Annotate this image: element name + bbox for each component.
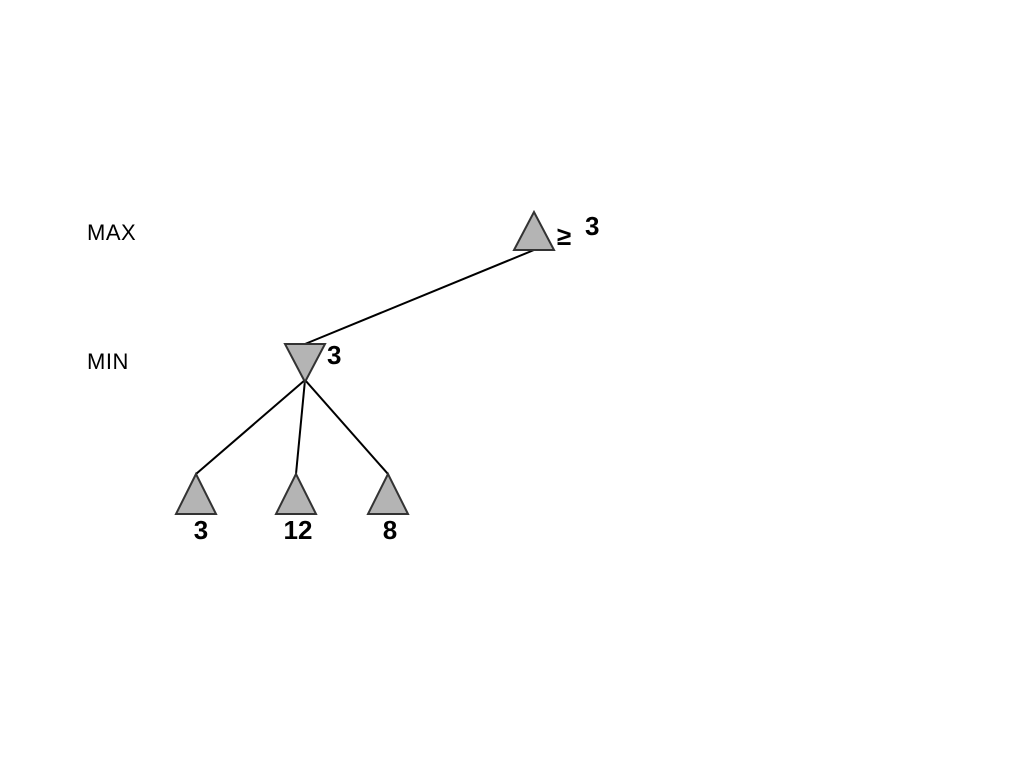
root-bound-symbol: ≥ (557, 221, 571, 251)
leaf-node-2 (274, 471, 318, 515)
level-label-max: MAX (87, 220, 137, 245)
edge-min-to-leaf-1 (195, 379, 306, 475)
min-node-value-label: 3 (327, 340, 341, 370)
leaf-3-value-label: 8 (383, 515, 397, 545)
root-value-label: 3 (585, 211, 599, 241)
edge-min-to-leaf-2 (295, 379, 306, 475)
leaf-node-1 (174, 471, 218, 515)
leaf-node-3 (366, 471, 410, 515)
leaf-2-value-label: 12 (284, 515, 313, 545)
min-node (283, 343, 327, 385)
root-max-node (512, 209, 556, 251)
edge-min-to-leaf-3 (304, 379, 389, 475)
level-label-min: MIN (87, 349, 129, 374)
edge-root-to-min (304, 249, 535, 345)
leaf-1-value-label: 3 (194, 515, 208, 545)
